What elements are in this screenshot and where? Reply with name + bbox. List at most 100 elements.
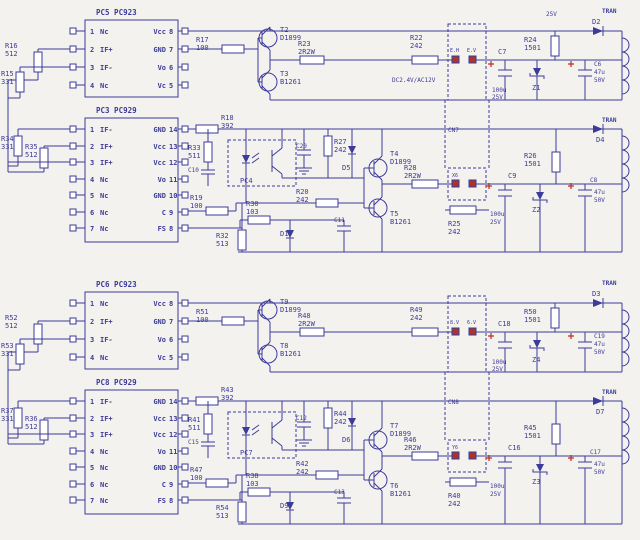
s4-pin-name: IF+ — [100, 431, 113, 439]
s2-pin-name: C — [162, 209, 166, 217]
ref-label: R24 — [524, 36, 537, 44]
value-label: 331 — [1, 350, 14, 358]
s4-pin-name: GND — [153, 464, 166, 472]
label: 25V — [492, 94, 503, 101]
label: D4 — [596, 136, 604, 144]
ref-label: R50 — [524, 308, 537, 316]
ref-label: R33 — [188, 144, 201, 152]
ref-label: R49 — [410, 306, 423, 314]
s4-ic-title: PC8 PC929 — [96, 378, 137, 387]
value-label: 103 — [246, 208, 259, 216]
label: C19 — [594, 333, 605, 340]
ref-label: T6 — [390, 482, 398, 490]
label: C11 — [334, 217, 345, 224]
ref-label: R38 — [246, 472, 259, 480]
value-label: 511 — [188, 424, 201, 432]
s2-opto-label: PC4 — [240, 177, 253, 185]
s4-pin-name: Vcc — [153, 431, 166, 439]
ref-label: R15 — [1, 70, 14, 78]
label: 25V — [492, 366, 503, 373]
s4-pin-num: 7 — [90, 497, 94, 505]
value-label: 242 — [410, 314, 423, 322]
s4-pin-num: 9 — [169, 481, 173, 489]
label: 50V — [594, 349, 605, 356]
label: D9 — [280, 502, 288, 510]
s1-conn-pin-label: E.V — [467, 48, 476, 54]
s1-pin-name: IF+ — [100, 46, 113, 54]
value-label: 392 — [221, 122, 234, 130]
ref-label: R45 — [524, 424, 537, 432]
ref-label: R19 — [190, 194, 203, 202]
s2-pin-num: 10 — [169, 192, 177, 200]
s4-opto-label: PC7 — [240, 449, 253, 457]
value-label: D1899 — [280, 306, 301, 314]
s4-pin-name: Nc — [100, 481, 108, 489]
ref-label: R42 — [296, 460, 309, 468]
value-label: 512 — [5, 322, 18, 330]
s2-pin-name: IF- — [100, 126, 113, 134]
value-label: D1899 — [390, 430, 411, 438]
ref-label: R30 — [246, 200, 259, 208]
value-label: 242 — [296, 468, 309, 476]
s2-pin-num: 4 — [90, 176, 94, 184]
s2-ic-title: PC3 PC929 — [96, 106, 137, 115]
value-label: 1501 — [524, 432, 541, 440]
ref-label: R47 — [190, 466, 203, 474]
label: C12 — [296, 415, 307, 422]
ref-label: R44 — [334, 410, 347, 418]
s3-pin-num: 3 — [90, 336, 94, 344]
s2-transformer-label: TRAN — [602, 117, 617, 124]
value-label: 100 — [196, 44, 209, 52]
value-label: D1899 — [390, 158, 411, 166]
s2-pin-num: 6 — [90, 209, 94, 217]
ref-label: T9 — [280, 298, 288, 306]
s2-pin-num: 3 — [90, 159, 94, 167]
s2-pin-name: GND — [153, 192, 166, 200]
s1-pin-num: 8 — [169, 28, 173, 36]
label: C16 — [508, 444, 521, 452]
label: C6 — [594, 61, 602, 68]
s1-pin-num: 3 — [90, 64, 94, 72]
s4-pin-name: Nc — [100, 448, 108, 456]
label: 100u — [492, 359, 507, 366]
label: C13 — [334, 489, 345, 496]
s4-conn-pin-label: Y6 — [452, 445, 458, 451]
s1-transformer-label: TRAN — [602, 8, 617, 15]
s2-pin-num: 7 — [90, 225, 94, 233]
ref-label: R52 — [5, 314, 18, 322]
s4-pin-name: Vo — [158, 448, 166, 456]
s4-pin-name: IF+ — [100, 415, 113, 423]
s2-pin-name: Vcc — [153, 159, 166, 167]
ref-label: T3 — [280, 70, 288, 78]
s4-pin-num: 11 — [169, 448, 177, 456]
s3-pin-name: Nc — [100, 300, 108, 308]
value-label: 331 — [1, 415, 14, 423]
s4-pin-num: 13 — [169, 415, 177, 423]
s1-pin-name: GND — [153, 46, 166, 54]
value-label: 331 — [1, 143, 14, 151]
s4-pin-name: Nc — [100, 497, 108, 505]
ref-label: T5 — [390, 210, 398, 218]
label: Z4 — [532, 356, 540, 364]
ref-label: T4 — [390, 150, 398, 158]
s4-pin-name: IF- — [100, 398, 113, 406]
value-label: 242 — [334, 418, 347, 426]
s3-pin-name: Vc — [158, 354, 166, 362]
s1-pin-num: 2 — [90, 46, 94, 54]
s2-cable-label: CN7 — [448, 127, 459, 134]
label: D5 — [342, 164, 350, 172]
value-label: B1261 — [390, 490, 411, 498]
s4-pin-num: 14 — [169, 398, 177, 406]
ref-label: R54 — [216, 504, 229, 512]
s4-pin-num: 2 — [90, 415, 94, 423]
value-label: 1501 — [524, 44, 541, 52]
s4-pin-name: FS — [158, 497, 166, 505]
s2-pin-name: FS — [158, 225, 166, 233]
label: D6 — [342, 436, 350, 444]
ref-label: R25 — [448, 220, 461, 228]
s2-pin-name: Nc — [100, 225, 108, 233]
s2-pin-name: Nc — [100, 209, 108, 217]
s4-pin-num: 10 — [169, 464, 177, 472]
s1-pin-name: Nc — [100, 28, 108, 36]
